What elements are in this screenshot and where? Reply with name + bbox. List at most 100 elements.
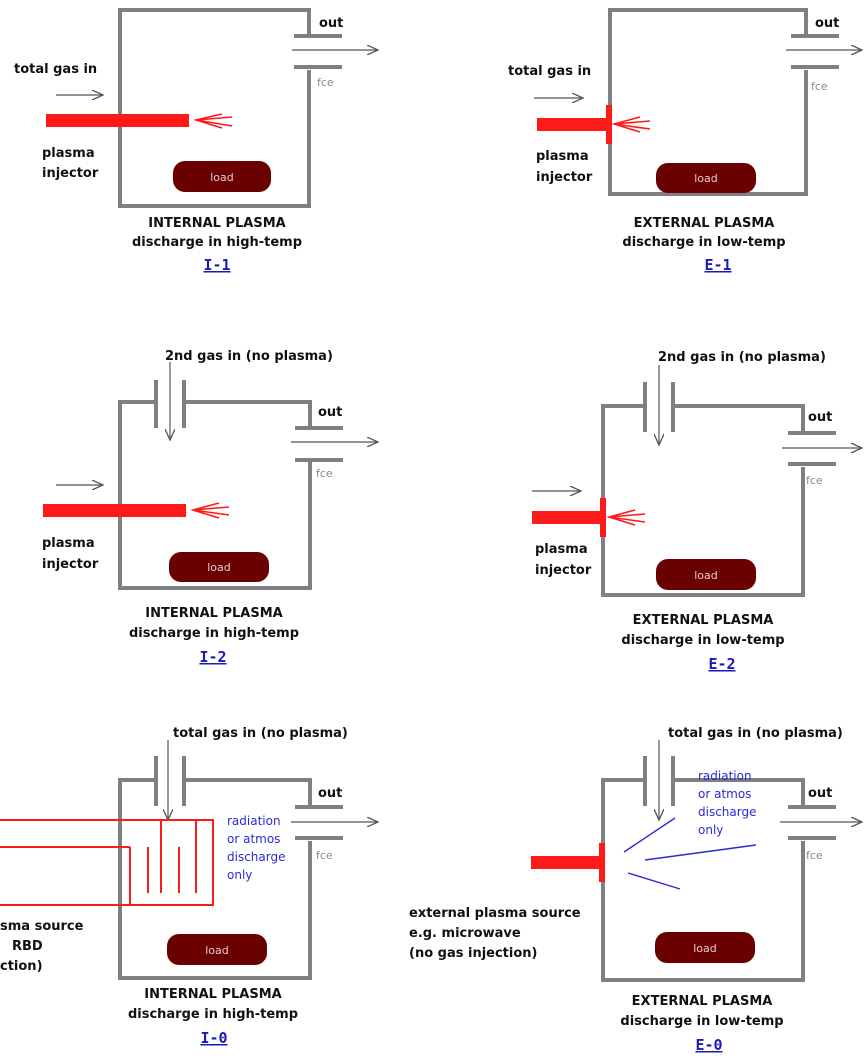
radiation-label-line1: radiation: [227, 814, 281, 828]
config-link-e1[interactable]: E-1: [704, 256, 731, 274]
config-link-i1[interactable]: I-1: [203, 256, 230, 274]
exhaust-gap: [799, 807, 807, 841]
radiation-label-line1: radiation: [698, 769, 752, 783]
exhaust-gap: [306, 428, 314, 462]
source-label-line1: sma source: [0, 919, 84, 934]
exhaust-gap: [306, 807, 314, 841]
source-label-line3: (no gas injection): [409, 946, 537, 961]
plasma-flame-icon: [611, 116, 651, 133]
plasma-injector-tube: [532, 511, 605, 524]
furnace-chamber: [118, 778, 312, 980]
top-gas-label: 2nd gas in (no plasma): [658, 350, 826, 365]
furnace-chamber: [608, 8, 808, 196]
furnace-chamber: [118, 400, 312, 590]
radiation-ray: [627, 872, 681, 890]
inlet-gap: [155, 774, 185, 786]
load-block: [655, 932, 755, 963]
load-label: load: [694, 569, 718, 582]
fce-label: fce: [806, 849, 823, 862]
rbd-electrode-frame: [0, 819, 214, 906]
panel-e2: 2nd gas in (no plasma) out fce plasma in…: [532, 350, 862, 673]
config-link-i2[interactable]: I-2: [199, 648, 226, 666]
caption-title: EXTERNAL PLASMA: [633, 613, 774, 628]
top-gas-label: total gas in (no plasma): [668, 726, 843, 741]
load-label: load: [694, 172, 718, 185]
injector-label-line2: injector: [42, 557, 99, 572]
plasma-flame-icon: [192, 113, 233, 129]
load-block: [167, 934, 267, 965]
plasma-source-flange: [599, 843, 605, 882]
config-link-i0[interactable]: I-0: [200, 1029, 227, 1047]
radiation-ray: [644, 844, 757, 861]
panel-i0: total gas in (no plasma) out fce radiati…: [0, 726, 378, 1047]
plasma-injector-flange: [606, 105, 612, 144]
gas-in-label: total gas in: [508, 64, 591, 79]
radiation-label-line3: discharge: [227, 850, 285, 864]
panel-e0: total gas in (no plasma) out fce radiati…: [409, 726, 862, 1054]
config-link-e0[interactable]: E-0: [695, 1036, 722, 1054]
load-label: load: [693, 942, 717, 955]
radiation-label-line4: only: [698, 823, 723, 837]
radiation-label-line3: discharge: [698, 805, 756, 819]
source-label-line2: e.g. microwave: [409, 926, 521, 941]
load-label: load: [205, 944, 229, 957]
load-block: [169, 552, 269, 582]
plasma-injector-tube: [46, 114, 189, 127]
injector-label-line1: plasma: [42, 146, 95, 161]
config-link-e2[interactable]: E-2: [708, 655, 735, 673]
top-gas-label: 2nd gas in (no plasma): [165, 349, 333, 364]
source-label-line2: RBD: [12, 939, 43, 954]
source-label-line3: ction): [0, 959, 43, 974]
caption-subtitle: discharge in low-temp: [620, 1014, 783, 1029]
injector-label-line2: injector: [536, 170, 593, 185]
caption-title: INTERNAL PLASMA: [148, 216, 285, 231]
plasma-injector-tube: [537, 118, 611, 131]
source-label-line1: external plasma source: [409, 906, 581, 921]
load-label: load: [207, 561, 231, 574]
caption-title: EXTERNAL PLASMA: [634, 216, 775, 231]
injector-label-line2: injector: [535, 563, 592, 578]
exhaust-gap: [802, 36, 810, 70]
plasma-injector-tube: [43, 504, 186, 517]
exhaust-gap: [305, 36, 313, 70]
furnace-chamber: [118, 8, 311, 208]
load-block: [656, 559, 756, 590]
radiation-label-line2: or atmos: [698, 787, 751, 801]
caption-subtitle: discharge in low-temp: [622, 235, 785, 250]
panel-e1: out fce total gas in plasma injector loa…: [508, 8, 862, 274]
caption-title: INTERNAL PLASMA: [145, 606, 282, 621]
out-label: out: [815, 16, 839, 31]
caption-subtitle: discharge in high-temp: [132, 235, 302, 250]
radiation-label-line4: only: [227, 868, 252, 882]
out-label: out: [808, 410, 832, 425]
caption-title: EXTERNAL PLASMA: [632, 994, 773, 1009]
injector-label-line1: plasma: [42, 536, 95, 551]
fce-label: fce: [317, 76, 334, 89]
exhaust-gap: [799, 433, 807, 467]
caption-title: INTERNAL PLASMA: [144, 987, 281, 1002]
plasma-source-tube: [531, 856, 604, 869]
out-label: out: [319, 16, 343, 31]
load-block: [656, 163, 756, 193]
plasma-injector-flange: [600, 498, 606, 537]
fce-label: fce: [811, 80, 828, 93]
injector-label-line2: injector: [42, 166, 99, 181]
load-label: load: [210, 171, 234, 184]
radiation-ray: [623, 817, 676, 853]
fce-label: fce: [316, 849, 333, 862]
panel-i1: out fce total gas in plasma injector loa…: [14, 8, 378, 274]
fce-label: fce: [316, 467, 333, 480]
gas-in-label: total gas in: [14, 62, 97, 77]
caption-subtitle: discharge in high-temp: [129, 626, 299, 641]
fce-label: fce: [806, 474, 823, 487]
plasma-flame-icon: [190, 502, 230, 519]
plasma-flame-icon: [606, 509, 646, 526]
out-label: out: [318, 786, 342, 801]
injector-label-line1: plasma: [535, 542, 588, 557]
panel-i2: 2nd gas in (no plasma) out fce plasma in…: [42, 349, 378, 666]
injector-label-line1: plasma: [536, 149, 589, 164]
caption-subtitle: discharge in low-temp: [621, 633, 784, 648]
out-label: out: [318, 405, 342, 420]
load-block: [173, 161, 271, 192]
